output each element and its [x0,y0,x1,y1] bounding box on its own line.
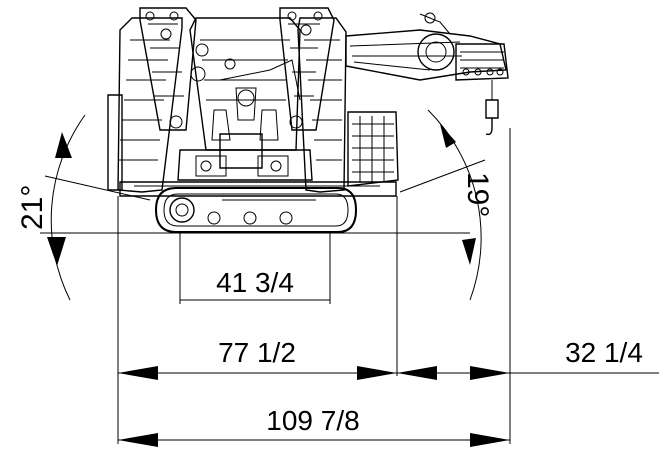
right-angle-label: 19° [461,172,494,217]
right-angle-arrow-top [440,124,456,148]
crane-machine [107,7,509,233]
left-angle-arrow-top [55,132,72,158]
boom-overhang-label: 32 1/4 [565,337,643,368]
dimension-lines [117,128,659,447]
right-tilt-line [399,159,486,193]
angle-indicators [40,109,486,301]
right-angle-arrow-bottom [462,238,476,265]
left-tilt-line [44,175,151,201]
track-width-label: 41 3/4 [216,267,294,298]
base-width-label: 77 1/2 [218,337,296,368]
left-angle-arrow-bottom [47,237,66,266]
left-angle-label: 21° [16,185,49,230]
overall-width-label: 109 7/8 [266,405,359,436]
left-angle-arc [50,114,86,301]
